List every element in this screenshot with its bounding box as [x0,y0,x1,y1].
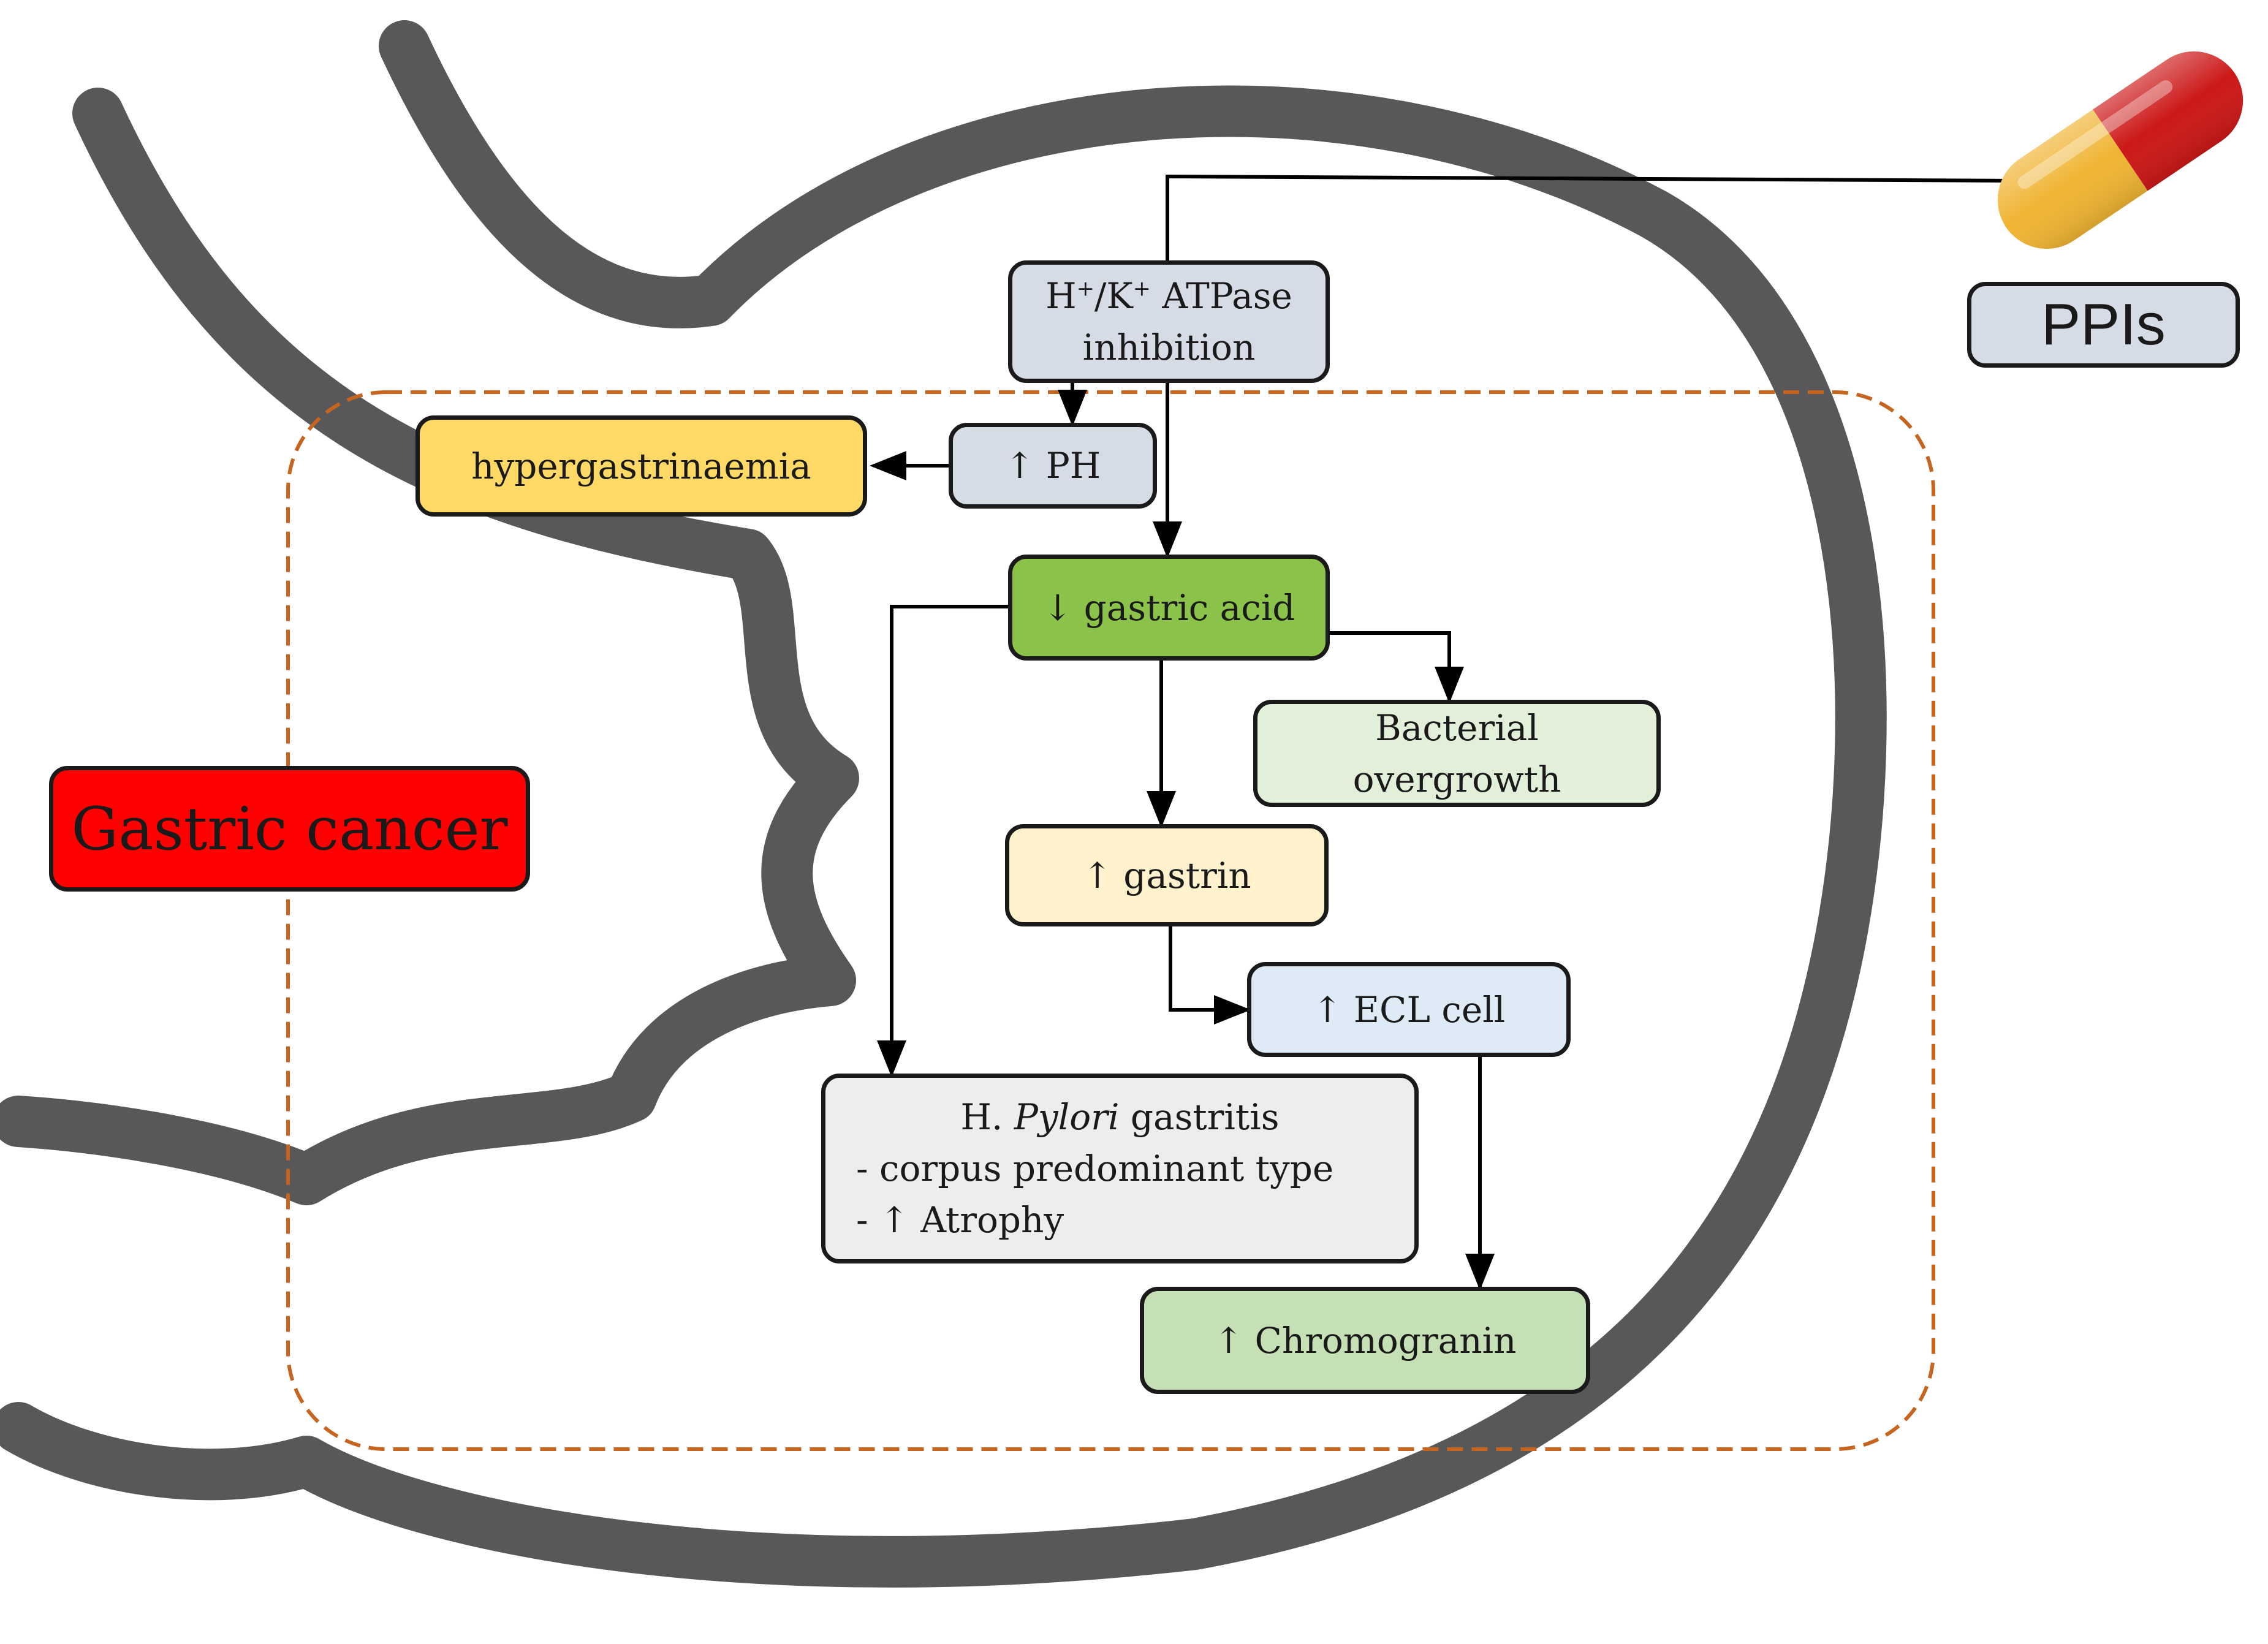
gastric-cancer-box: Gastric cancer [49,766,530,892]
bacterial-label-line2: overgrowth [1352,758,1561,800]
dashed-region-border [286,390,1935,1451]
gastric-acid-label: ↓ gastric acid [1042,586,1295,629]
edge-gastric-acid-to-hpylori [877,605,1008,1077]
ph-box: ↑ PH [949,423,1157,509]
chromogranin-box: ↑ Chromogranin [1140,1287,1590,1394]
atpase-label-line2: inhibition [1082,327,1256,368]
chromogranin-label: ↑ Chromogranin [1213,1319,1517,1362]
hypergastrinaemia-box: hypergastrinaemia [415,415,867,517]
hpylori-gastritis-box: H. Pylori gastritis - corpus predominant… [821,1074,1419,1263]
atpase-label-line1: H+/K+ ATPase [1045,275,1292,317]
bacterial-overgrowth-box: Bacterial overgrowth [1253,700,1661,807]
gastric-cancer-label: Gastric cancer [71,794,508,863]
edge-ppis-to-atpase [1166,174,2023,260]
hpylori-label-line2: - corpus predominant type [856,1148,1334,1189]
ppis-box: PPIs [1967,282,2240,368]
ppis-label: PPIs [2041,292,2166,357]
edge-gastric-acid-to-bacterial [1330,631,1464,703]
ph-label: ↑ PH [1004,445,1101,487]
gastrin-box: ↑ gastrin [1005,824,1329,926]
bacterial-label-line1: Bacterial [1375,706,1539,749]
ecl-label: ↑ ECL cell [1312,988,1506,1031]
hpylori-label-line3: - ↑ Atrophy [856,1199,1064,1241]
atpase-inhibition-box: H+/K+ ATPase inhibition [1008,260,1330,383]
connectors [870,174,2023,1290]
gastric-acid-box: ↓ gastric acid [1008,555,1330,661]
gastrin-label: ↑ gastrin [1082,854,1251,896]
edge-gastrin-to-ecl [1169,926,1251,1025]
hpylori-label-line1: H. Pylori gastritis [960,1096,1280,1138]
ecl-cell-box: ↑ ECL cell [1247,962,1571,1057]
hypergastrinaemia-label: hypergastrinaemia [471,445,811,487]
pill-capsule-icon [1997,51,2243,249]
